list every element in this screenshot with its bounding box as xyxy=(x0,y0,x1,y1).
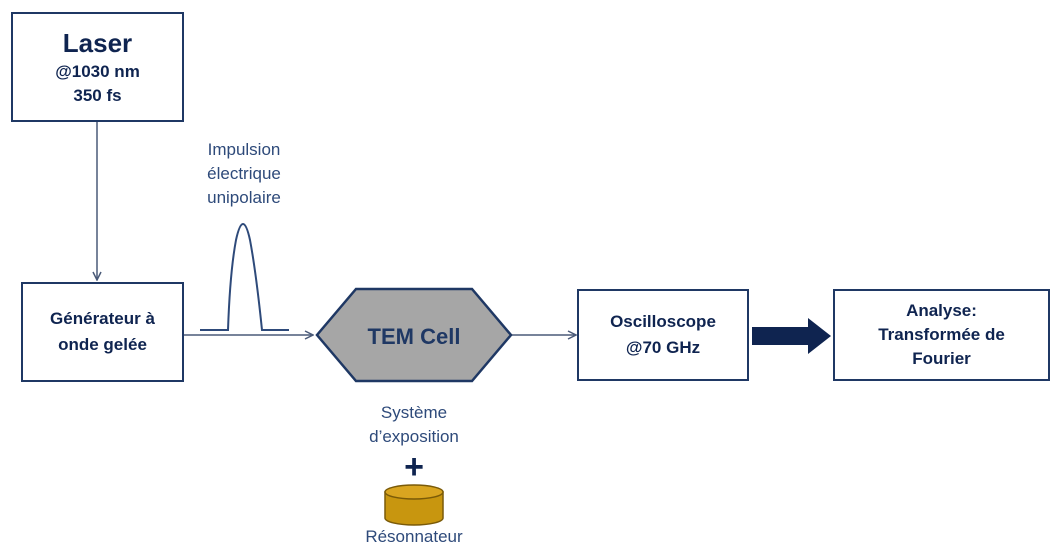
generator-line1: Générateur à xyxy=(50,309,155,328)
analysis-line2: Transformée de xyxy=(878,325,1005,344)
laser-title: Laser xyxy=(62,28,133,58)
tem-cell-label: TEM Cell xyxy=(368,324,461,349)
pulse-label-line3: unipolaire xyxy=(207,188,281,207)
laser-box: Laser @1030 nm 350 fs xyxy=(11,12,184,122)
pulse-label: Impulsion électrique unipolaire xyxy=(184,138,304,210)
oscilloscope-line2: @70 GHz xyxy=(625,338,701,357)
tem-cell-shape xyxy=(315,287,513,383)
resonator-text: Résonnateur xyxy=(365,527,463,546)
exposure-label: Système d’exposition xyxy=(354,401,474,449)
exposure-line1: Système xyxy=(380,403,448,422)
pulse-waveform-icon xyxy=(200,223,289,331)
plus-icon: + xyxy=(404,448,424,486)
pulse-label-line1: Impulsion xyxy=(207,140,281,159)
thick-arrow-icon xyxy=(752,318,831,354)
oscilloscope-line1: Oscilloscope xyxy=(610,312,716,331)
oscilloscope-box: Oscilloscope @70 GHz xyxy=(577,289,749,381)
analysis-box: Analyse: Transformée de Fourier xyxy=(833,289,1050,381)
generator-box: Générateur à onde gelée xyxy=(21,282,184,382)
exposure-line2: d’exposition xyxy=(369,427,459,446)
laser-duration: 350 fs xyxy=(73,86,122,105)
generator-line2: onde gelée xyxy=(58,335,147,354)
analysis-line3: Fourier xyxy=(912,349,971,368)
analysis-line1: Analyse: xyxy=(906,301,977,320)
resonator-label: Résonnateur xyxy=(344,525,484,549)
laser-wavelength: @1030 nm xyxy=(55,62,140,81)
resonator-cylinder-icon xyxy=(384,484,444,526)
pulse-label-line2: électrique xyxy=(207,164,281,183)
